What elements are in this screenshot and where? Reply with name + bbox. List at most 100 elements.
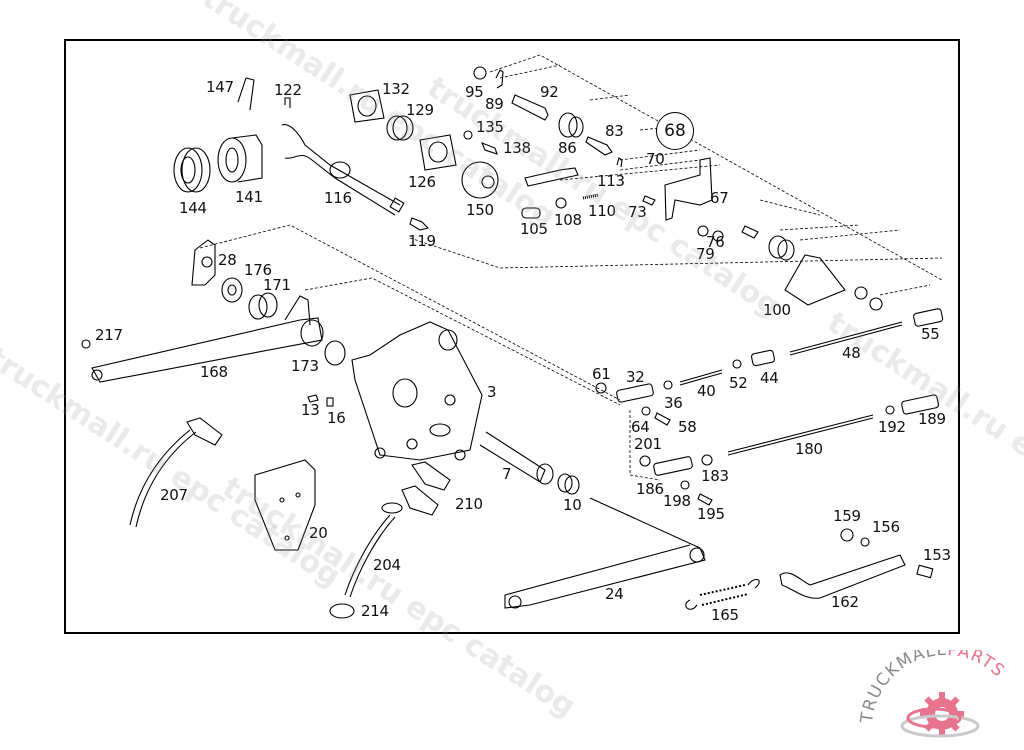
part-label-79: 79 xyxy=(696,245,715,263)
part-label-153: 153 xyxy=(923,546,951,564)
part-32-clevis xyxy=(616,383,654,403)
part-label-119: 119 xyxy=(408,232,436,250)
part-label-159: 159 xyxy=(833,507,861,525)
part-135-washer xyxy=(463,130,473,140)
part-92-stud xyxy=(511,94,549,121)
part-label-108: 108 xyxy=(554,211,582,229)
part-label-141: 141 xyxy=(235,188,263,206)
callout-circle-68: 68 xyxy=(656,112,694,150)
part-150-mount xyxy=(461,161,499,199)
part-label-7: 7 xyxy=(502,465,512,483)
part-label-138: 138 xyxy=(503,139,531,157)
part-156-washer xyxy=(860,537,870,547)
part-label-110: 110 xyxy=(588,202,616,220)
part-label-100: 100 xyxy=(763,301,791,319)
part-113-link-rod xyxy=(524,167,579,187)
part-16-screw xyxy=(326,397,334,407)
part-141-bearing xyxy=(217,134,263,183)
part-204-rod xyxy=(344,485,439,598)
part-153-bolt xyxy=(916,564,934,579)
part-label-13: 13 xyxy=(301,401,320,419)
diagram-frame xyxy=(64,39,960,634)
part-126-flange xyxy=(419,134,457,171)
part-label-32: 32 xyxy=(626,368,645,386)
part-95-nut xyxy=(473,66,487,80)
part-195-pin xyxy=(697,493,713,506)
part-159-nut xyxy=(840,528,854,542)
part-40-rod xyxy=(679,369,723,386)
part-67-lever xyxy=(664,157,713,221)
part-105-sleeve xyxy=(521,207,541,219)
part-180-rod xyxy=(727,414,874,456)
part-7-tube xyxy=(479,431,554,485)
part-28-lever xyxy=(191,239,216,286)
part-label-214: 214 xyxy=(361,602,389,620)
part-label-217: 217 xyxy=(95,326,123,344)
truckmall-parts-logo: TRUCKMALLPARTS xyxy=(857,650,1008,738)
part-label-92: 92 xyxy=(540,83,559,101)
part-label-189: 189 xyxy=(918,410,946,428)
part-192-washer xyxy=(885,405,895,415)
part-58-pin xyxy=(654,412,671,426)
part-116-fork-shaft xyxy=(281,124,405,216)
part-label-150: 150 xyxy=(466,201,494,219)
part-176-washer xyxy=(221,277,243,303)
part-label-195: 195 xyxy=(697,505,725,523)
part-122-pin xyxy=(284,97,291,108)
part-label-67: 67 xyxy=(710,189,729,207)
part-168-arm xyxy=(91,295,324,383)
swoosh-icon xyxy=(900,707,980,738)
part-label-24: 24 xyxy=(605,585,624,603)
part-label-198: 198 xyxy=(663,492,691,510)
part-201-washer xyxy=(639,455,651,467)
part-washer-a xyxy=(854,286,868,300)
part-79-washer xyxy=(712,230,724,242)
part-129-ring xyxy=(386,115,414,141)
part-fitting xyxy=(741,225,759,239)
part-83-bolt xyxy=(585,136,613,156)
part-119-nipple xyxy=(409,217,430,231)
part-label-204: 204 xyxy=(373,556,401,574)
part-13-screw xyxy=(307,394,319,403)
part-label-95: 95 xyxy=(465,83,484,101)
part-label-105: 105 xyxy=(520,220,548,238)
part-label-183: 183 xyxy=(701,467,729,485)
part-label-86: 86 xyxy=(558,139,577,157)
part-138-bolt xyxy=(480,142,498,155)
part-24-pedal xyxy=(504,497,706,609)
part-100-bracket xyxy=(768,235,846,306)
part-label-171: 171 xyxy=(263,276,291,294)
part-10-bush xyxy=(557,473,580,495)
part-label-186: 186 xyxy=(636,480,664,498)
part-55-clevis xyxy=(913,308,944,327)
part-61-washer xyxy=(595,382,607,394)
part-label-192: 192 xyxy=(878,418,906,436)
part-label-132: 132 xyxy=(382,80,410,98)
part-108-washer xyxy=(555,197,567,209)
part-label-176: 176 xyxy=(244,261,272,279)
part-label-10: 10 xyxy=(563,496,582,514)
part-label-55: 55 xyxy=(921,325,940,343)
part-label-83: 83 xyxy=(605,122,624,140)
part-217-bolt xyxy=(81,339,91,349)
part-162-lever xyxy=(779,554,906,599)
part-173-ring xyxy=(324,340,346,366)
part-48-rod xyxy=(789,321,903,356)
part-label-135: 135 xyxy=(476,118,504,136)
part-144-seal xyxy=(173,147,211,193)
part-70-clip xyxy=(616,157,623,168)
part-214-cap xyxy=(329,603,355,619)
part-label-122: 122 xyxy=(274,81,302,99)
logo-text-parts: PARTS xyxy=(946,650,1008,682)
part-washer-b xyxy=(869,297,883,311)
part-110-spring xyxy=(582,193,599,200)
part-198-washer xyxy=(680,480,690,490)
part-label-165: 165 xyxy=(711,606,739,624)
part-label-126: 126 xyxy=(408,173,436,191)
part-label-70: 70 xyxy=(646,150,665,168)
part-189-clevis xyxy=(901,394,940,415)
part-36-nut xyxy=(663,380,673,390)
part-label-180: 180 xyxy=(795,440,823,458)
part-label-73: 73 xyxy=(628,203,647,221)
